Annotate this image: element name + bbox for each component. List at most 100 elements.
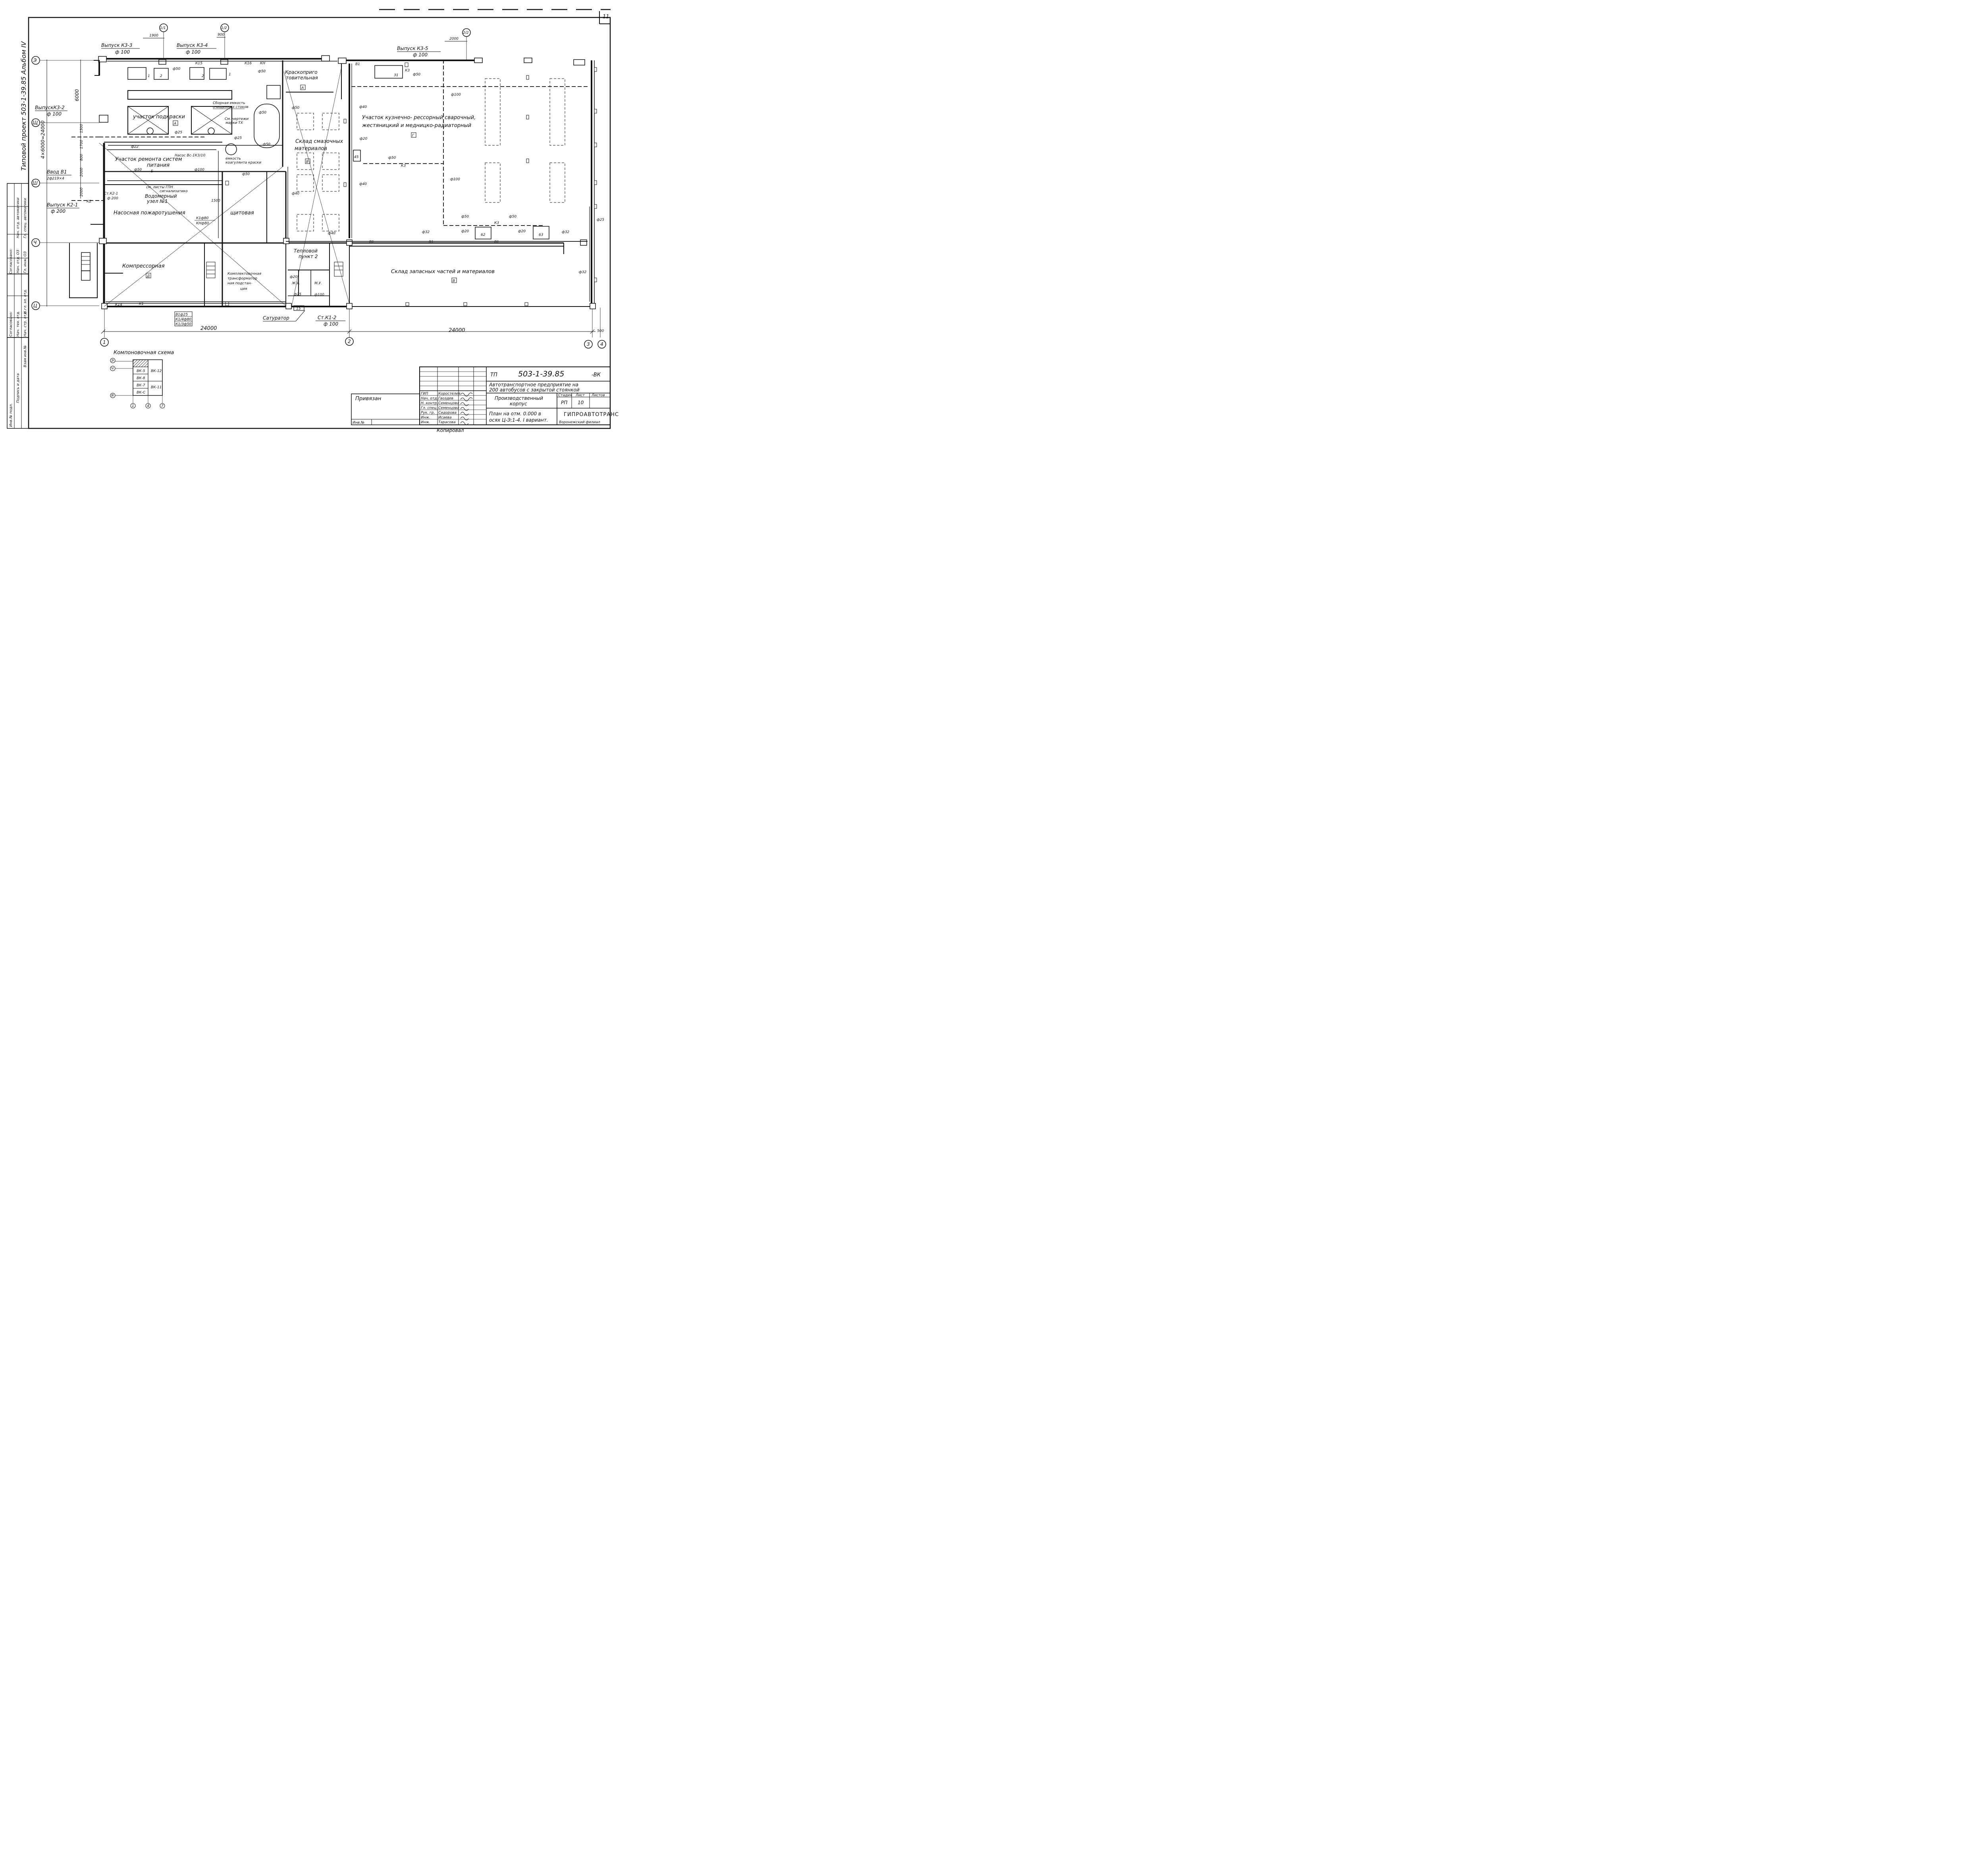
scheme-cell-vkc: ВК-С <box>137 391 146 395</box>
axis-label-e: Э <box>33 58 37 63</box>
scheme-title: Компоновочная схема <box>114 350 174 356</box>
pipe-50c: ф50 <box>259 111 266 115</box>
pipe-50j: ф50 <box>134 168 142 172</box>
dim-24000-right: 24000 <box>449 328 465 334</box>
line-k1: К1 <box>139 302 144 306</box>
eq-15: 15 <box>296 307 301 311</box>
room-kompr-mark: Д <box>146 274 150 278</box>
outlet-k2-1-dia: ф 200 <box>51 208 66 214</box>
outlet-k3-4: Выпуск К3-4 <box>177 42 208 48</box>
axis-label-2-2: 2/2 <box>463 31 469 35</box>
name-6: Тарасова <box>438 420 456 424</box>
drawing-code: 503-1-39.85 <box>518 370 564 378</box>
sheets-header: Листов <box>591 393 605 397</box>
dim-800: 800 <box>80 154 84 161</box>
room-labels: Краскоприго товительная А участок подкра… <box>114 69 495 291</box>
axis-label-shch: Щ <box>33 120 38 125</box>
outlet-k3-3-dia: ф 100 <box>115 49 130 55</box>
name-0: Коростелев <box>438 392 460 396</box>
stk2-1-dia: ф 200 <box>107 197 118 201</box>
axis-label-1: 1 <box>103 339 106 345</box>
role-4: Рук. гр. <box>421 411 435 415</box>
axis-bubble-row-shch <box>31 118 40 127</box>
ann-vodomer-2: узел №1 <box>146 199 168 204</box>
room-kraskoprig-1: Краскоприго <box>285 69 318 75</box>
outlet-k3-5-dia: ф 100 <box>413 52 428 58</box>
pipe-25b: ф25 <box>234 136 242 140</box>
approved-row-2: Гл. инж. ОЗ <box>23 251 27 273</box>
outlet-k3-2: ВыпускК3-2 <box>35 105 65 110</box>
building-walls <box>69 55 597 309</box>
line-k3: К3 <box>405 69 410 73</box>
room-kraskoprig-mark: А <box>301 86 304 90</box>
axis-label-4: 4 <box>600 341 603 347</box>
drawing-sheet: 11 Типовой проект 503-1-39.85 Альбом IV … <box>7 9 619 433</box>
room-remont-1: Участок ремонта систем <box>115 156 182 162</box>
dim-2000a: 2000 <box>80 168 84 177</box>
line-k15: К15 <box>195 62 202 66</box>
axis-bubble-col-1 <box>100 338 109 347</box>
axis-bubble-1-2 <box>220 23 229 32</box>
room-teplo-2: пункт 2 <box>299 254 318 259</box>
pipe-25c: ф25 <box>294 293 301 297</box>
axis-label-ts: Ц <box>33 303 37 308</box>
room-sklad-zap: Склад запасных частей и материалов <box>391 269 495 275</box>
pipe-40b: ф40 <box>359 182 367 186</box>
role-3: Гл. спец. <box>421 406 437 410</box>
ann-knf80: КНф80 <box>196 222 209 226</box>
replacement-inv: Взам инв.№ <box>23 345 27 367</box>
line-k3-b: К3 <box>401 164 406 168</box>
pipe-20d: ф20 <box>290 275 297 279</box>
line-k16: К16 <box>245 62 252 66</box>
agreed-label: Согласовано: <box>9 312 13 337</box>
line-kn: КН <box>260 62 265 66</box>
role-5: Инж. <box>421 416 430 420</box>
line-k14: К14 <box>115 303 122 307</box>
room-sklad-smaz-1: Склад смазочных <box>295 139 343 145</box>
pipe-100c: ф100 <box>195 168 204 172</box>
name-4: Сидорова <box>438 411 457 415</box>
pipe-labels: ф50 ф50 ф50 ф50 ф50 ф50 ф50 ф50 ф50 ф50 … <box>87 62 604 307</box>
stage-header: Стадия <box>558 393 572 397</box>
inv-original: Инв.№ подл. <box>9 403 13 427</box>
vvod-b1: Ввод В1 <box>47 169 67 175</box>
dim-2000b: 2000 <box>80 187 84 197</box>
eq-63: 63 <box>539 233 543 237</box>
ann-k1-3f50: К1/3ф50 <box>175 322 191 326</box>
stk1-2: Ст.К1-2 <box>318 315 336 320</box>
axis-bubble-row-ts <box>31 301 40 310</box>
axis-bubble-2-2 <box>462 28 471 37</box>
outlet-k2-1: Выпуск К2-1 <box>47 202 78 208</box>
ann-vodomer-1: Водомерный <box>145 193 177 199</box>
outlet-k3-5: Выпуск К3-5 <box>397 46 428 51</box>
ann-saturator: Сатуратор <box>263 315 289 321</box>
room-sklad-smaz-2: материалов <box>295 146 327 152</box>
scheme-axis-ya: Я <box>111 394 114 398</box>
left-approval-strip: Согласовано: Нач. отд. ОЗ Гл. инж. ОЗ На… <box>7 183 29 429</box>
outlet-k3-2-dia: ф 100 <box>47 111 62 117</box>
pipe-32b: ф32 <box>562 230 569 234</box>
pipe-50k: ф50 <box>242 172 250 176</box>
side-title: Типовой проект 503-1-39.85 Альбом IV <box>20 41 27 171</box>
role-2: Н. контр. <box>421 401 438 405</box>
name-1: Гвоздев <box>438 397 453 401</box>
stk2-1: Ст.К2-1 <box>104 192 118 196</box>
ann-emkost-2: коагулянта краски <box>225 161 261 165</box>
room-teplo-1: Тепловой <box>294 248 318 254</box>
ann-k1f80: К1ф80 <box>196 216 209 220</box>
eq-1b: 1 <box>229 73 231 77</box>
dim-1700: 1700 <box>80 140 84 149</box>
dim-900: 900 <box>218 33 224 37</box>
sheet-number: 11 <box>603 14 609 20</box>
stage-value: РП <box>561 400 567 405</box>
room-ktp-2: трансформатор <box>227 277 257 281</box>
outlet-labels: Выпуск К3-3 ф 100 Выпуск К3-4 ф 100 Выпу… <box>35 42 441 327</box>
pipe-50g: ф50 <box>388 156 396 160</box>
pipe-20b: ф20 <box>461 229 469 233</box>
ann-emkost-1: емкость <box>225 157 241 161</box>
room-podkraska: участок подкраски <box>133 114 185 120</box>
ann-sm-chert-2: марки ТХ <box>225 121 243 125</box>
ann-nasos: Насос Вс-1К3/10 <box>175 154 206 158</box>
axis-label-1-1: 1/1 <box>160 26 166 30</box>
pipe-100d: ф100 <box>314 293 324 297</box>
